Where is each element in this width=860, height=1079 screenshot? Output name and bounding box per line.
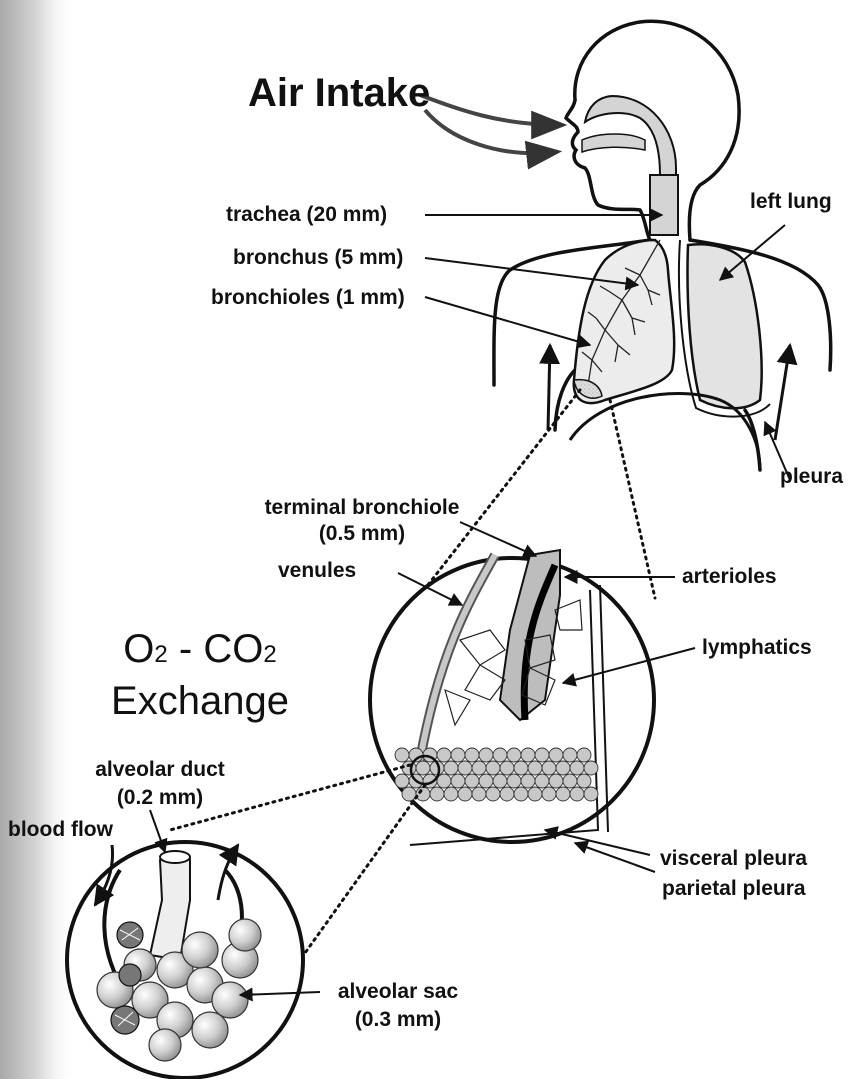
- diaphragm: [570, 393, 760, 470]
- alveolus: [437, 748, 451, 762]
- alveolus: [493, 774, 507, 788]
- alveolus: [542, 787, 556, 801]
- alveolus: [395, 748, 409, 762]
- alveolus-ball: [182, 932, 218, 968]
- alveolus: [416, 787, 430, 801]
- terminal-bronchiole-name: terminal bronchiole: [257, 496, 467, 520]
- alveolus: [584, 761, 598, 775]
- alveolus: [395, 774, 409, 788]
- alveolus: [556, 787, 570, 801]
- alveolar-sac-magnified: [67, 842, 303, 1078]
- terminal-bronchiole-size: (0.5 mm): [257, 522, 467, 546]
- terminal-bronchiole-label: terminal bronchiole (0.5 mm): [257, 496, 467, 546]
- alveolus-ball: [229, 919, 261, 951]
- alveolus: [549, 748, 563, 762]
- exchange-title: O2 - CO2 Exchange: [100, 626, 300, 724]
- alveolus: [472, 787, 486, 801]
- alveolus: [563, 774, 577, 788]
- alveolar-duct-name: alveolar duct: [70, 758, 250, 782]
- alveolus: [570, 787, 584, 801]
- alveolus: [402, 787, 416, 801]
- alveolus: [584, 787, 598, 801]
- alveolus: [507, 748, 521, 762]
- alveolar-duct-size: (0.2 mm): [70, 786, 250, 810]
- air-intake-label: Air Intake: [248, 70, 430, 116]
- side-gradient-strip: [0, 0, 75, 1079]
- alveolus: [535, 748, 549, 762]
- alveolus: [486, 761, 500, 775]
- alveolus: [458, 761, 472, 775]
- alveolar-sac-name: alveolar sac: [318, 980, 478, 1004]
- alveolus: [430, 787, 444, 801]
- air-intake-arrows: [420, 95, 560, 153]
- alveolus: [479, 748, 493, 762]
- alveolus-ball: [149, 1029, 181, 1061]
- alveolus: [500, 787, 514, 801]
- blood-flow-label: blood flow: [8, 818, 113, 842]
- alveolus: [535, 774, 549, 788]
- parietal-pleura-label: parietal pleura: [662, 877, 806, 901]
- alveolus-ball: [212, 982, 248, 1018]
- alveolus: [500, 761, 514, 775]
- alveolus: [563, 748, 577, 762]
- venules-label: venules: [278, 559, 356, 583]
- alveolus: [486, 787, 500, 801]
- alveolus: [444, 761, 458, 775]
- alveolus: [472, 761, 486, 775]
- exchange-title-line2: Exchange: [100, 678, 300, 724]
- alveolus: [444, 787, 458, 801]
- alveolar-sac-size: (0.3 mm): [318, 1008, 478, 1032]
- alveolus: [528, 787, 542, 801]
- lymphatics-label: lymphatics: [702, 636, 812, 660]
- pleura-label: pleura: [780, 465, 843, 489]
- alveolar-sac-label: alveolar sac (0.3 mm): [318, 980, 478, 1032]
- alveolus: [465, 774, 479, 788]
- alveolar-duct-label: alveolar duct (0.2 mm): [70, 758, 250, 810]
- alveolus: [514, 787, 528, 801]
- alveolus: [437, 774, 451, 788]
- alveolus: [577, 748, 591, 762]
- alveolus: [528, 761, 542, 775]
- alveolus: [577, 774, 591, 788]
- alveolus: [556, 761, 570, 775]
- alveolus: [514, 761, 528, 775]
- trachea: [650, 175, 678, 235]
- visceral-pleura-label: visceral pleura: [660, 847, 807, 871]
- left-lung: [688, 244, 762, 408]
- alveolus: [493, 748, 507, 762]
- airway-oral: [582, 134, 645, 152]
- bronchioles-label: bronchioles (1 mm): [211, 286, 405, 310]
- trachea-label: trachea (20 mm): [226, 203, 387, 227]
- alveolus: [507, 774, 521, 788]
- alveolus: [416, 761, 430, 775]
- alveolus: [521, 774, 535, 788]
- alveolus: [458, 787, 472, 801]
- alveolus: [521, 748, 535, 762]
- alveolus: [542, 761, 556, 775]
- exchange-title-line1: O2 - CO2: [100, 626, 300, 678]
- alveolus: [549, 774, 563, 788]
- bronchus-label: bronchus (5 mm): [233, 246, 403, 270]
- alveolus: [451, 774, 465, 788]
- left-lung-label: left lung: [750, 190, 832, 214]
- alveolus: [570, 761, 584, 775]
- alveolus-ball: [192, 1012, 228, 1048]
- alveolus: [465, 748, 479, 762]
- arterioles-label: arterioles: [682, 565, 777, 589]
- alveolus: [479, 774, 493, 788]
- alveolus: [451, 748, 465, 762]
